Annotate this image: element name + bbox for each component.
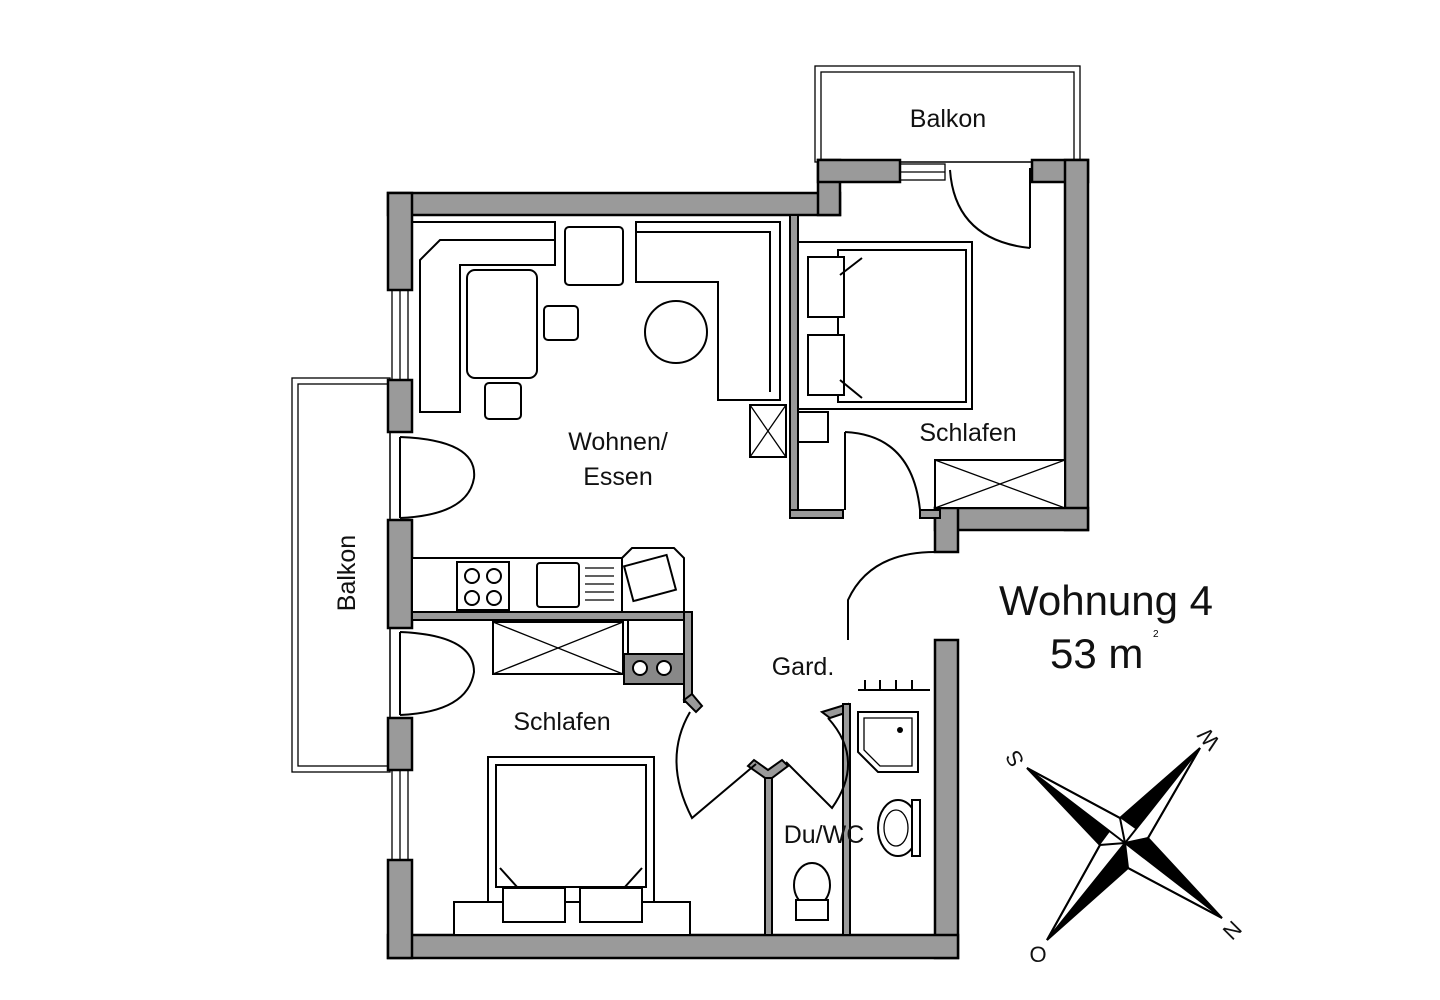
apartment-title: Wohnung 4	[999, 577, 1213, 624]
label-gard: Gard.	[772, 653, 835, 681]
label-balkon-left: Balkon	[333, 535, 361, 611]
area-unit-superscript: 2	[1153, 629, 1159, 640]
furniture	[411, 221, 1066, 936]
label-schlafen-left: Schlafen	[513, 708, 610, 736]
apartment-area: 53 m	[1050, 630, 1143, 677]
label-essen: Essen	[583, 463, 652, 491]
label-wohnen: Wohnen/	[568, 428, 668, 456]
compass-rose-icon	[1026, 747, 1223, 941]
doors	[399, 168, 1031, 820]
label-schlafen-right: Schlafen	[919, 419, 1016, 447]
label-bad: Du/WC	[784, 821, 865, 849]
label-balkon-top: Balkon	[910, 105, 986, 133]
compass-label-s: S	[1000, 746, 1029, 771]
balcony-top	[814, 65, 1081, 163]
compass-label-n: N	[1218, 916, 1247, 945]
compass-label-o: O	[1029, 942, 1046, 967]
windows	[391, 163, 946, 861]
